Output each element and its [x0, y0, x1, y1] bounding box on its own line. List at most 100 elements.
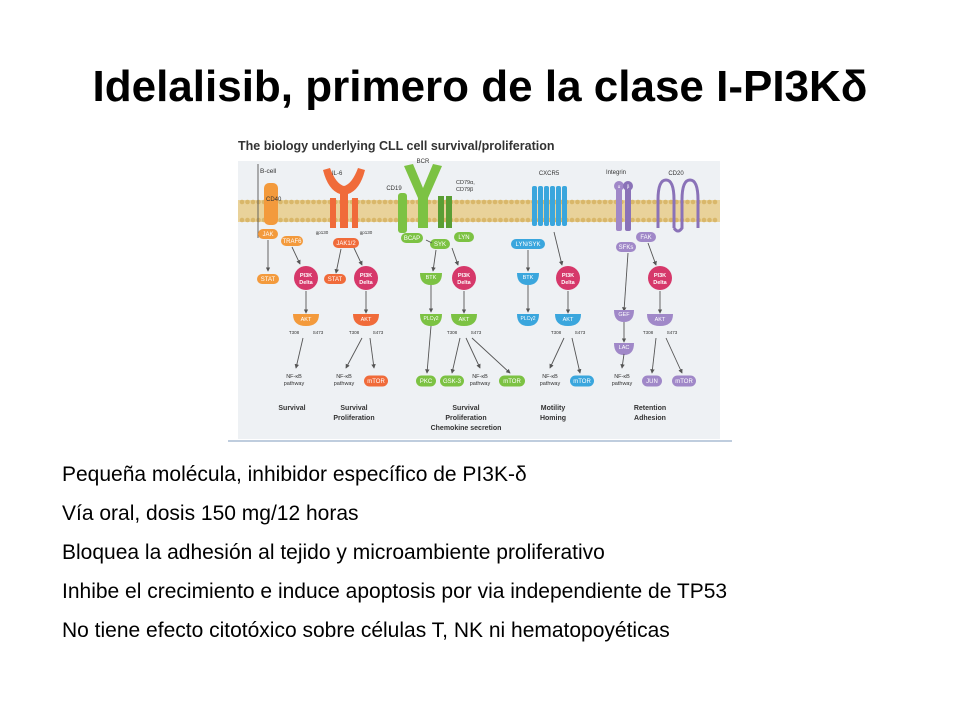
lipid-head [520, 217, 525, 223]
lipid-head [311, 217, 316, 223]
mtor-2-shape [364, 375, 388, 387]
cd19-label: CD19 [386, 186, 402, 192]
arrow [294, 337, 304, 369]
lipid-head [646, 199, 652, 205]
arrow [345, 337, 363, 369]
arrow [334, 248, 342, 274]
akt-4-shape [555, 314, 581, 326]
lipid-head [388, 199, 393, 205]
lipid-head [481, 217, 487, 223]
outcome-survival: Survival [278, 405, 305, 412]
bcr-label: BCR [417, 159, 430, 165]
nfkb-1-label: NF-κB [286, 374, 302, 380]
lipid-head [509, 217, 514, 223]
bullet-item: Pequeña molécula, inhibidor específico d… [62, 463, 527, 486]
pi3k-2-label: Delta [359, 280, 373, 286]
lipid-head [707, 217, 712, 223]
lipid-head [294, 199, 300, 205]
lipid-head [608, 217, 613, 223]
plcg-1-shape [420, 314, 442, 326]
lipid-head [322, 199, 327, 205]
lipid-head [602, 199, 608, 205]
outcome-survival-proliferation-chemokine: Survival [452, 405, 479, 412]
gsk3-shape [440, 375, 464, 387]
akt-1-shape [293, 314, 319, 326]
arrow [465, 337, 481, 369]
lyn-label: LYN [458, 235, 469, 241]
pathway-figure: The biology underlying CLL cell survival… [228, 128, 732, 444]
pi3k-4-label: PI3K [562, 273, 574, 279]
arrow [571, 337, 582, 374]
lipid-head [690, 217, 696, 223]
arrow [665, 337, 683, 374]
lipid-head [432, 199, 437, 205]
lipid-head [278, 199, 283, 205]
mtor-5-label: mTOR [675, 379, 693, 385]
integrin-alpha-label: α [618, 184, 621, 189]
nfkb-4-label: NF-κB [542, 374, 558, 380]
lipid-head [454, 217, 459, 223]
figure-heading: The biology underlying CLL cell survival… [238, 139, 555, 153]
bullet-item: No tiene efecto citotóxico sobre células… [62, 619, 670, 642]
pi3k-5-label: PI3K [654, 273, 666, 279]
lipid-head [316, 199, 322, 205]
lipid-head [635, 217, 641, 223]
cd40-receptor [264, 183, 278, 225]
t308-label: T308 [643, 330, 654, 335]
cd20-label: CD20 [668, 171, 684, 177]
akt-2-label: AKT [361, 317, 372, 323]
outcome-retention-adhesion: Retention [634, 405, 666, 412]
btk-2-label: BTK [523, 275, 534, 281]
arrow [650, 337, 657, 374]
outcome-survival-proliferation: Proliferation [333, 415, 374, 422]
btk-1-label: BTK [426, 275, 437, 281]
lipid-head [470, 217, 476, 223]
lipid-head [580, 217, 586, 223]
lipid-head [250, 217, 256, 223]
integrin-head [614, 181, 624, 191]
arrow [431, 249, 437, 272]
traf6-shape [281, 236, 303, 246]
traf6-label: TRAF6 [282, 239, 302, 245]
lipid-head [663, 217, 668, 223]
lipid-head [256, 217, 261, 223]
lipid-head [283, 199, 289, 205]
arrow [353, 247, 363, 266]
lipid-head [685, 199, 690, 205]
lipid-head [492, 199, 498, 205]
lipid-head [410, 217, 415, 223]
arrow [451, 247, 459, 266]
bcap-label: BCAP [404, 236, 420, 242]
s473-label: S473 [471, 330, 482, 335]
lipid-head [300, 199, 305, 205]
lipid-head [245, 217, 250, 223]
lynsyk-label: LYN/SYK [516, 242, 541, 248]
lipid-head [641, 199, 646, 205]
lipid-head [514, 217, 520, 223]
bcap-shape [401, 233, 423, 243]
lipid-head [476, 217, 481, 223]
il6-label: IL-6 [332, 171, 343, 177]
s473-label: S473 [373, 330, 384, 335]
lipid-head [525, 217, 531, 223]
bullet-list: Pequeña molécula, inhibidor específico d… [62, 463, 727, 658]
outcome-retention-adhesion: Adhesion [634, 415, 666, 422]
nfkb-5-label: pathway [612, 381, 633, 387]
lipid-head [377, 199, 382, 205]
pi3k-2-label: PI3K [360, 273, 372, 279]
lipid-head [630, 199, 635, 205]
lipid-head [591, 199, 597, 205]
s473-label: S473 [313, 330, 324, 335]
lipid-head [454, 199, 459, 205]
cd40-label: CD40 [266, 197, 282, 203]
stat1-label: STAT [261, 277, 276, 283]
plcg-2-shape [517, 314, 539, 326]
arrow [622, 252, 629, 312]
cd79-label: CD79α, [456, 180, 475, 186]
lipid-head [602, 217, 608, 223]
lipid-head [641, 217, 646, 223]
gp130-left-label: gp130 [316, 230, 329, 235]
cd79b-bar [446, 196, 452, 228]
gp130-right-bar [352, 198, 358, 228]
pi3k-3-label: PI3K [458, 273, 470, 279]
